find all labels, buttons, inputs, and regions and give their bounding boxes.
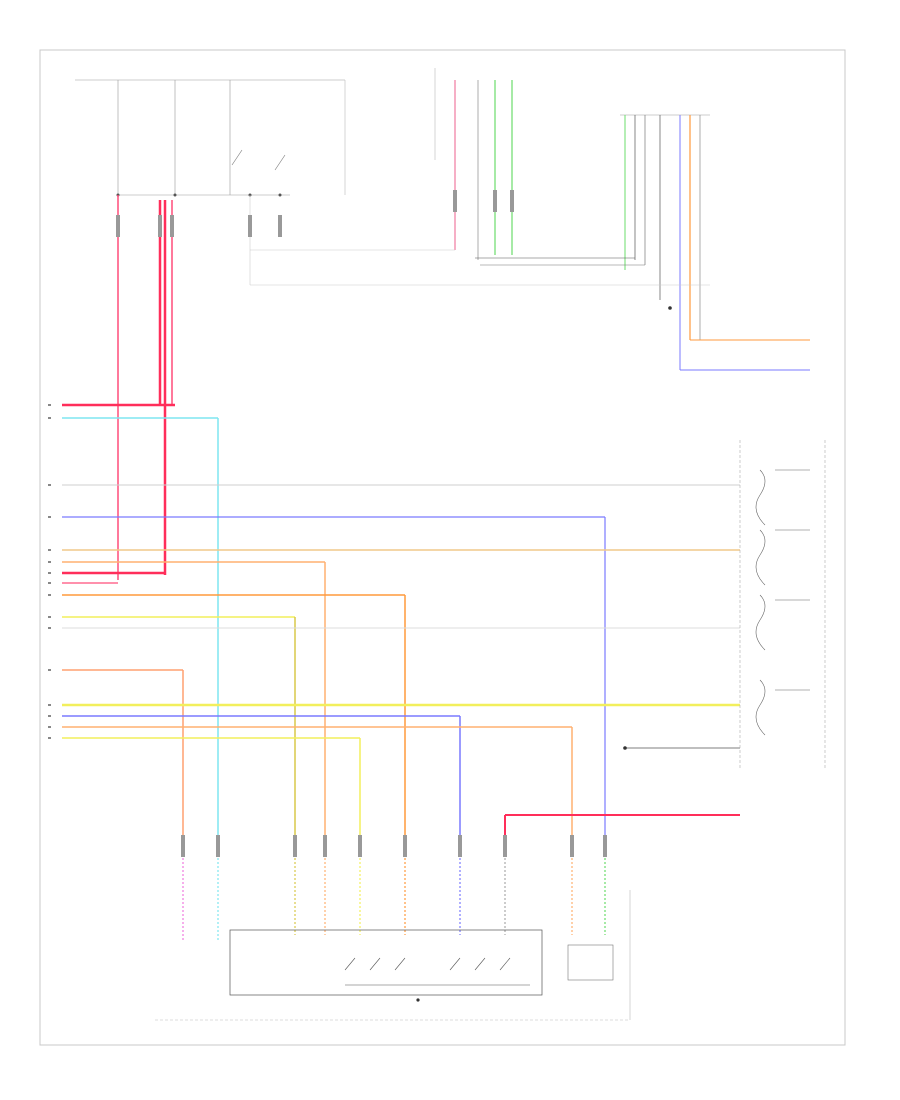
top-right-connector — [249, 114, 810, 371]
bottom-right-feed — [504, 814, 740, 850]
top-center-connector — [434, 68, 513, 260]
range-switch-assembly — [739, 440, 826, 770]
top-left-fuse-block — [75, 79, 346, 197]
connector-badges — [116, 190, 607, 857]
auto-trans-module — [155, 890, 631, 1021]
bottom-connector-stubs — [182, 850, 606, 940]
left-harness-wires — [48, 195, 740, 850]
diagram-frame — [39, 49, 846, 1046]
